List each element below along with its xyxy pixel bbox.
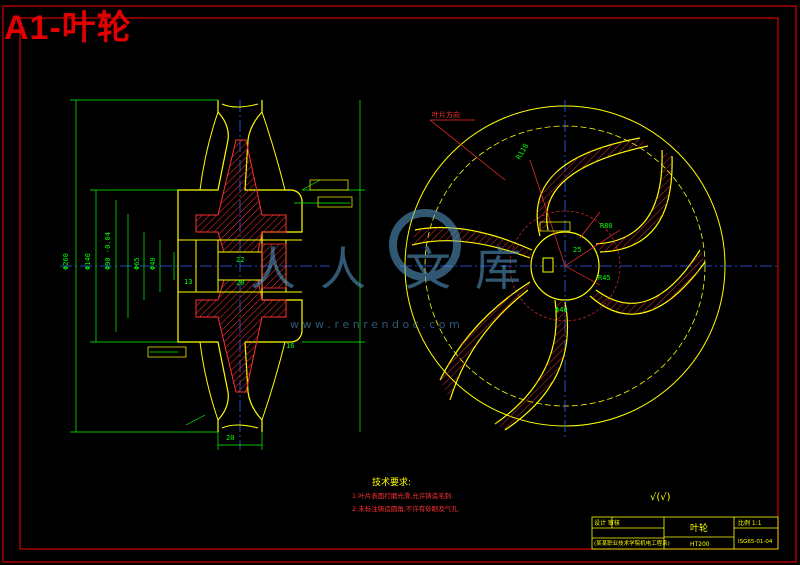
svg-text:13: 13 bbox=[184, 278, 192, 286]
watermark-char-3: 文 bbox=[405, 242, 451, 296]
title-block bbox=[591, 516, 779, 550]
drawing-title: A1-叶轮 bbox=[4, 9, 132, 47]
title-block-material: HT200 bbox=[690, 541, 710, 548]
svg-text:22: 22 bbox=[236, 256, 244, 264]
title-block-part-name: 叶轮 bbox=[690, 522, 708, 534]
svg-text:Φ140: Φ140 bbox=[84, 253, 92, 270]
surface-symbol: √(√) bbox=[650, 492, 671, 503]
tech-req-2: 2.未标注铸造圆角,不许有砂眼及气孔. bbox=[352, 504, 460, 513]
title-block-scale: 比例 1:1 bbox=[738, 519, 762, 527]
watermark-url: w w w . r e n r e n d o c . c o m bbox=[290, 318, 460, 331]
svg-text:20: 20 bbox=[236, 279, 244, 287]
svg-text:Φ260: Φ260 bbox=[62, 253, 70, 270]
watermark-char-1: 人 bbox=[250, 242, 296, 296]
section-view: Φ260 Φ140 Φ90 -0.04 Φ65 Φ40 22 20 13 20 … bbox=[60, 99, 365, 450]
svg-text:Φ90 -0.04: Φ90 -0.04 bbox=[104, 232, 112, 270]
title-block-drawing-no: ISG65-01-04 bbox=[738, 539, 773, 545]
tech-req-1: 1.叶片表面打磨光滑,允许铸造毛刺. bbox=[352, 491, 453, 500]
svg-text:Φ65: Φ65 bbox=[133, 257, 141, 270]
svg-text:R45: R45 bbox=[598, 274, 611, 282]
front-view: R80 R45 R118 25 Φ40 bbox=[400, 100, 778, 440]
watermark-char-2: 人 bbox=[320, 242, 366, 296]
title-block-designer: 设计 审核 bbox=[594, 519, 620, 527]
inner-frame bbox=[19, 17, 779, 550]
svg-text:16: 16 bbox=[286, 342, 294, 350]
svg-text:Φ40: Φ40 bbox=[555, 306, 568, 314]
technical-requirements: 技术要求: 1.叶片表面打磨光滑,允许铸造毛刺. 2.未标注铸造圆角,不许有砂眼… bbox=[352, 476, 460, 513]
svg-text:R118: R118 bbox=[515, 142, 530, 161]
svg-text:R80: R80 bbox=[600, 222, 613, 230]
watermark-char-4: 库 bbox=[475, 242, 521, 296]
watermark: 人 人 文 库 w w w . r e n r e n d o c . c o … bbox=[250, 209, 521, 331]
title-block-school: (某某职业技术学院机电工程系) bbox=[594, 539, 670, 547]
tech-req-title: 技术要求: bbox=[372, 476, 411, 488]
svg-text:20: 20 bbox=[226, 434, 234, 442]
blade-direction-label: 叶片方向 bbox=[432, 110, 460, 119]
svg-text:Φ40: Φ40 bbox=[149, 257, 157, 270]
outer-frame bbox=[2, 5, 797, 563]
svg-text:25: 25 bbox=[573, 246, 581, 254]
